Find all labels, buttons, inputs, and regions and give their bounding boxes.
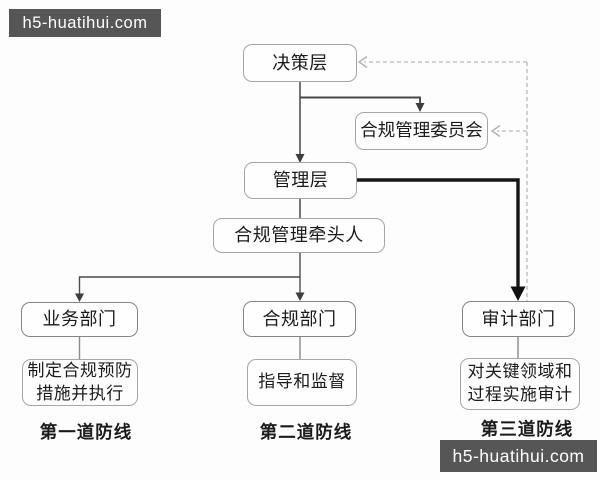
node-compliance-task: 指导和监督 xyxy=(247,359,357,406)
node-management-layer: 管理层 xyxy=(244,162,357,199)
arrowhead-down-thick-icon xyxy=(510,286,526,301)
node-business-department: 业务部门 xyxy=(21,302,138,337)
label-third-line-of-defense: 第三道防线 xyxy=(480,420,574,440)
node-decision-layer: 决策层 xyxy=(243,44,357,82)
node-business-task: 制定合规预防措施并执行 xyxy=(22,359,138,406)
arrowhead-down-icon xyxy=(295,292,305,301)
node-compliance-department: 合规部门 xyxy=(243,301,356,337)
arrow-decision-to-committee xyxy=(300,96,421,105)
watermark-bottom-right: h5-huatihui.com xyxy=(440,440,597,472)
arrow-lead-to-business xyxy=(78,276,300,296)
arrowhead-down-icon xyxy=(415,103,425,112)
arrowhead-left-open-icon xyxy=(357,55,368,69)
node-audit-task: 对关键领域和过程实施审计 xyxy=(460,358,580,410)
arrow-management-to-audit-thick xyxy=(357,178,520,290)
node-compliance-lead: 合规管理牵头人 xyxy=(213,218,385,253)
arrowhead-down-icon xyxy=(295,154,305,163)
node-compliance-committee: 合规管理委员会 xyxy=(355,112,488,150)
label-first-line-of-defense: 第一道防线 xyxy=(39,423,133,443)
node-audit-department: 审计部门 xyxy=(462,301,575,337)
arrowhead-down-icon xyxy=(75,293,84,302)
watermark-top-left: h5-huatihui.com xyxy=(9,9,161,37)
arrowhead-left-open-icon xyxy=(490,124,501,138)
label-second-line-of-defense: 第二道防线 xyxy=(259,423,353,443)
